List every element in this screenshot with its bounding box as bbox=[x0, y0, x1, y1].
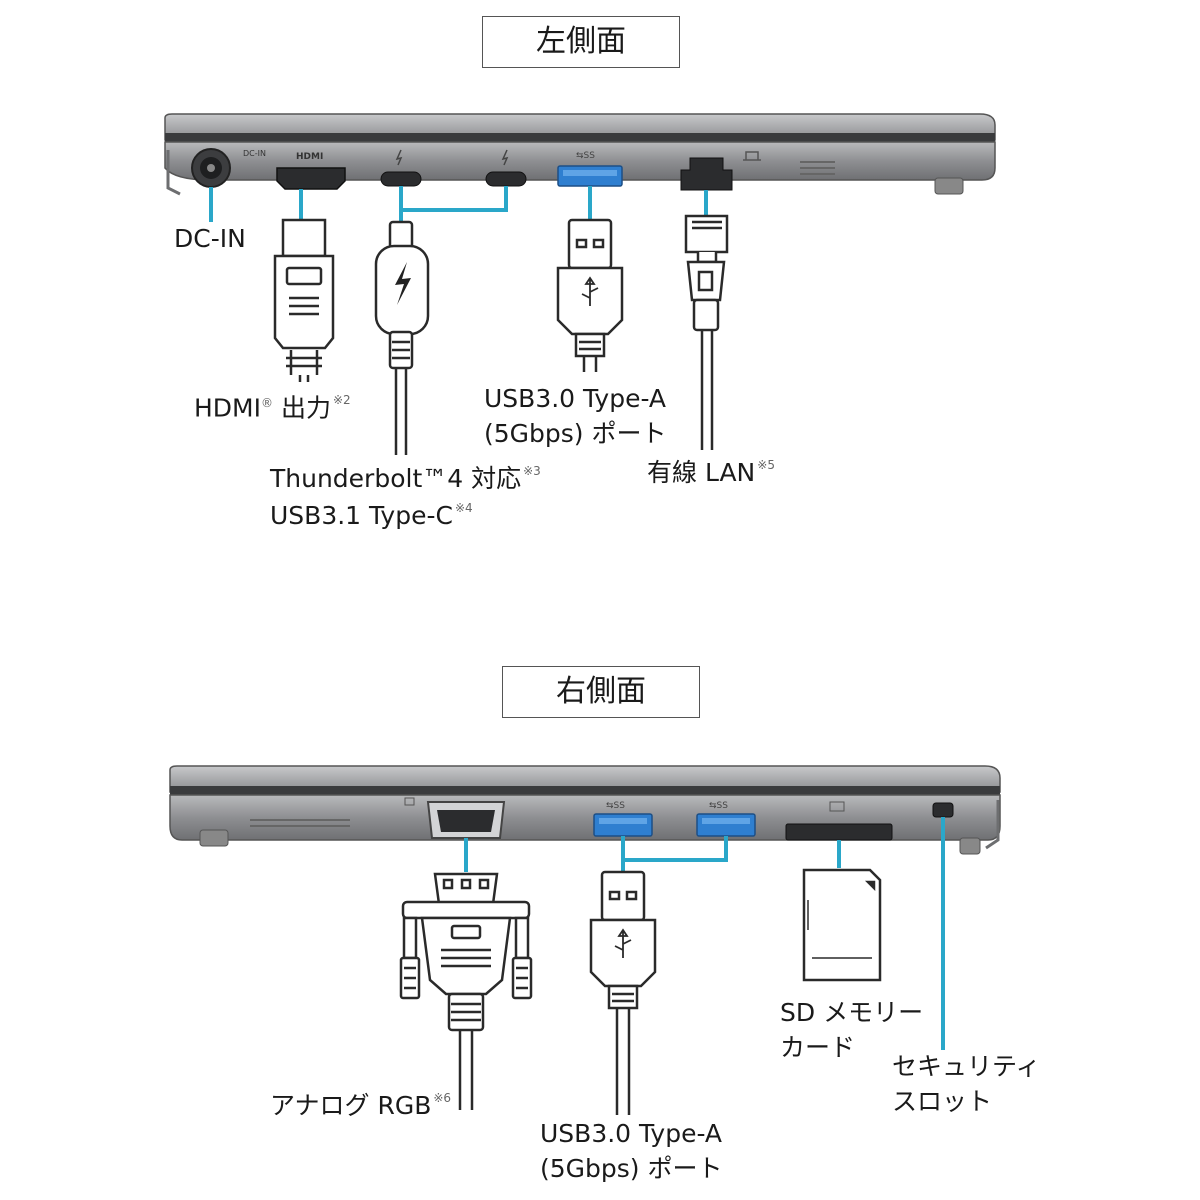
security-slot-label-line1: セキュリティ bbox=[892, 1052, 1041, 1081]
svg-text:⇆SS: ⇆SS bbox=[709, 801, 728, 811]
hdmi-output-text: 出力 bbox=[273, 393, 331, 423]
lan-footnote: ※5 bbox=[757, 458, 775, 472]
type-c-label-text: USB3.1 Type-C bbox=[270, 501, 453, 530]
usb-a-right-label-line1: USB3.0 Type-A bbox=[540, 1119, 723, 1148]
vga-port-icon bbox=[404, 797, 506, 839]
right-side-title: 右側面 bbox=[502, 666, 700, 718]
right-laptop-chassis bbox=[169, 765, 1001, 855]
vga-cable-icon bbox=[399, 872, 533, 1110]
sd-card-label-line2: カード bbox=[780, 1033, 856, 1062]
thunderbolt-footnote: ※3 bbox=[523, 464, 541, 478]
lan-label: 有線 LAN※5 bbox=[647, 456, 775, 494]
hdmi-footnote: ※2 bbox=[332, 393, 351, 408]
dc-in-port-icon bbox=[191, 148, 231, 188]
svg-text:⇆SS: ⇆SS bbox=[576, 151, 595, 161]
lan-cable-icon bbox=[684, 214, 729, 450]
thunderbolt-label: Thunderbolt™4 対応※3 bbox=[270, 462, 541, 500]
hdmi-label: HDMI® 出力※2 bbox=[194, 386, 351, 429]
usb-a-right-label-line2: (5Gbps) ポート bbox=[540, 1154, 723, 1183]
lan-port-icon bbox=[680, 151, 761, 191]
left-laptop-chassis bbox=[164, 113, 996, 196]
usb-a-port-right-1-icon: ⇆SS bbox=[593, 801, 653, 837]
hdmi-registered-mark: ® bbox=[261, 396, 273, 410]
lan-label-text: 有線 LAN bbox=[647, 458, 756, 487]
hdmi-label-text: HDMI bbox=[194, 393, 261, 423]
hdmi-cable-icon bbox=[273, 218, 335, 382]
usb-a-port-right-2-icon: ⇆SS bbox=[696, 801, 756, 837]
type-c-footnote: ※4 bbox=[454, 501, 473, 515]
dc-in-label: DC-IN bbox=[174, 224, 246, 253]
sd-card-label-line1: SD メモリー bbox=[780, 998, 924, 1027]
usb-a-left-label-line2: (5Gbps) ポート bbox=[484, 419, 667, 448]
rgb-label: アナログ RGB※6 bbox=[270, 1089, 451, 1127]
svg-text:⇆SS: ⇆SS bbox=[606, 801, 625, 811]
rgb-label-text: アナログ RGB bbox=[270, 1091, 432, 1120]
sd-card-icon bbox=[802, 868, 882, 982]
left-side-title: 左側面 bbox=[482, 16, 680, 68]
dc-in-port-mark: DC-IN bbox=[243, 149, 266, 158]
security-slot-icon bbox=[932, 802, 954, 818]
usb-a-left-label-line1: USB3.0 Type-A bbox=[484, 384, 667, 413]
hdmi-port-icon bbox=[276, 167, 346, 190]
security-slot-label-line2: スロット bbox=[892, 1087, 993, 1116]
usb-a-cable-right-icon bbox=[589, 870, 657, 1115]
type-c-label: USB3.1 Type-C※4 bbox=[270, 499, 473, 537]
right-callout-lines bbox=[464, 817, 945, 1050]
thunderbolt-label-text: Thunderbolt™4 対応 bbox=[270, 464, 522, 493]
thunderbolt-cable-icon bbox=[374, 220, 430, 455]
rgb-footnote: ※6 bbox=[433, 1091, 452, 1105]
usb-a-cable-left-icon bbox=[556, 218, 624, 372]
hdmi-port-mark: HDMI bbox=[296, 152, 323, 162]
